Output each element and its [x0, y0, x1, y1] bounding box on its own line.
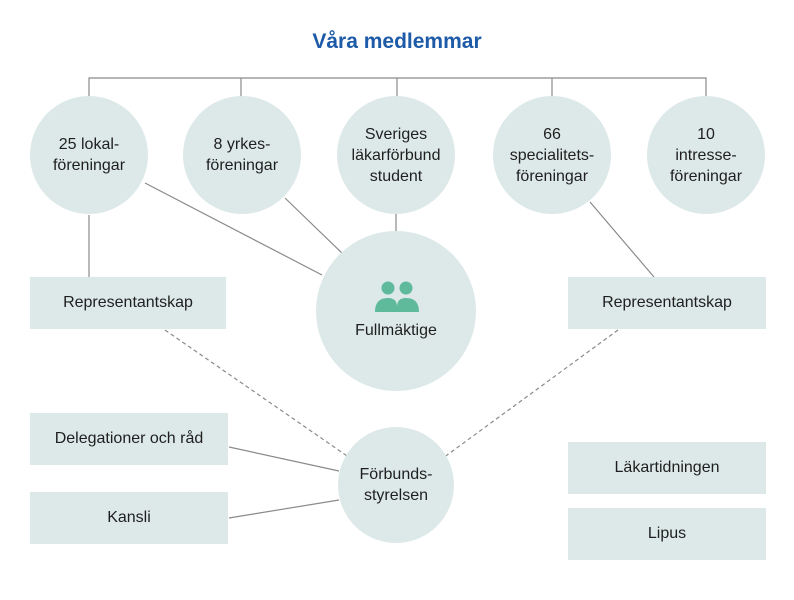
lipus: Lipus [568, 508, 766, 560]
forbundsstyrelsen-node: Förbunds- styrelsen [338, 427, 454, 543]
representantskap-left: Representantskap [30, 277, 226, 329]
fullmaktige-label: Fullmäktige [355, 322, 437, 339]
lakartidningen: Läkartidningen [568, 442, 766, 494]
representantskap-right: Representantskap [568, 277, 766, 329]
diagram-title: Våra medlemmar [312, 30, 482, 53]
delegationer-och-rad: Delegationer och råd [30, 413, 228, 465]
member-node-lokalforeningar: 25 lokal- föreningar [30, 96, 148, 214]
kansli: Kansli [30, 492, 228, 544]
people-icon [375, 281, 419, 312]
member-node-yrkesforeningar: 8 yrkes- föreningar [183, 96, 301, 214]
member-node-intresseforeningar: 10 intresse- föreningar [647, 96, 765, 214]
member-node-specialitetsforeningar: 66 specialitets- föreningar [493, 96, 611, 214]
member-node-student: Sveriges läkarförbund student [337, 96, 455, 214]
